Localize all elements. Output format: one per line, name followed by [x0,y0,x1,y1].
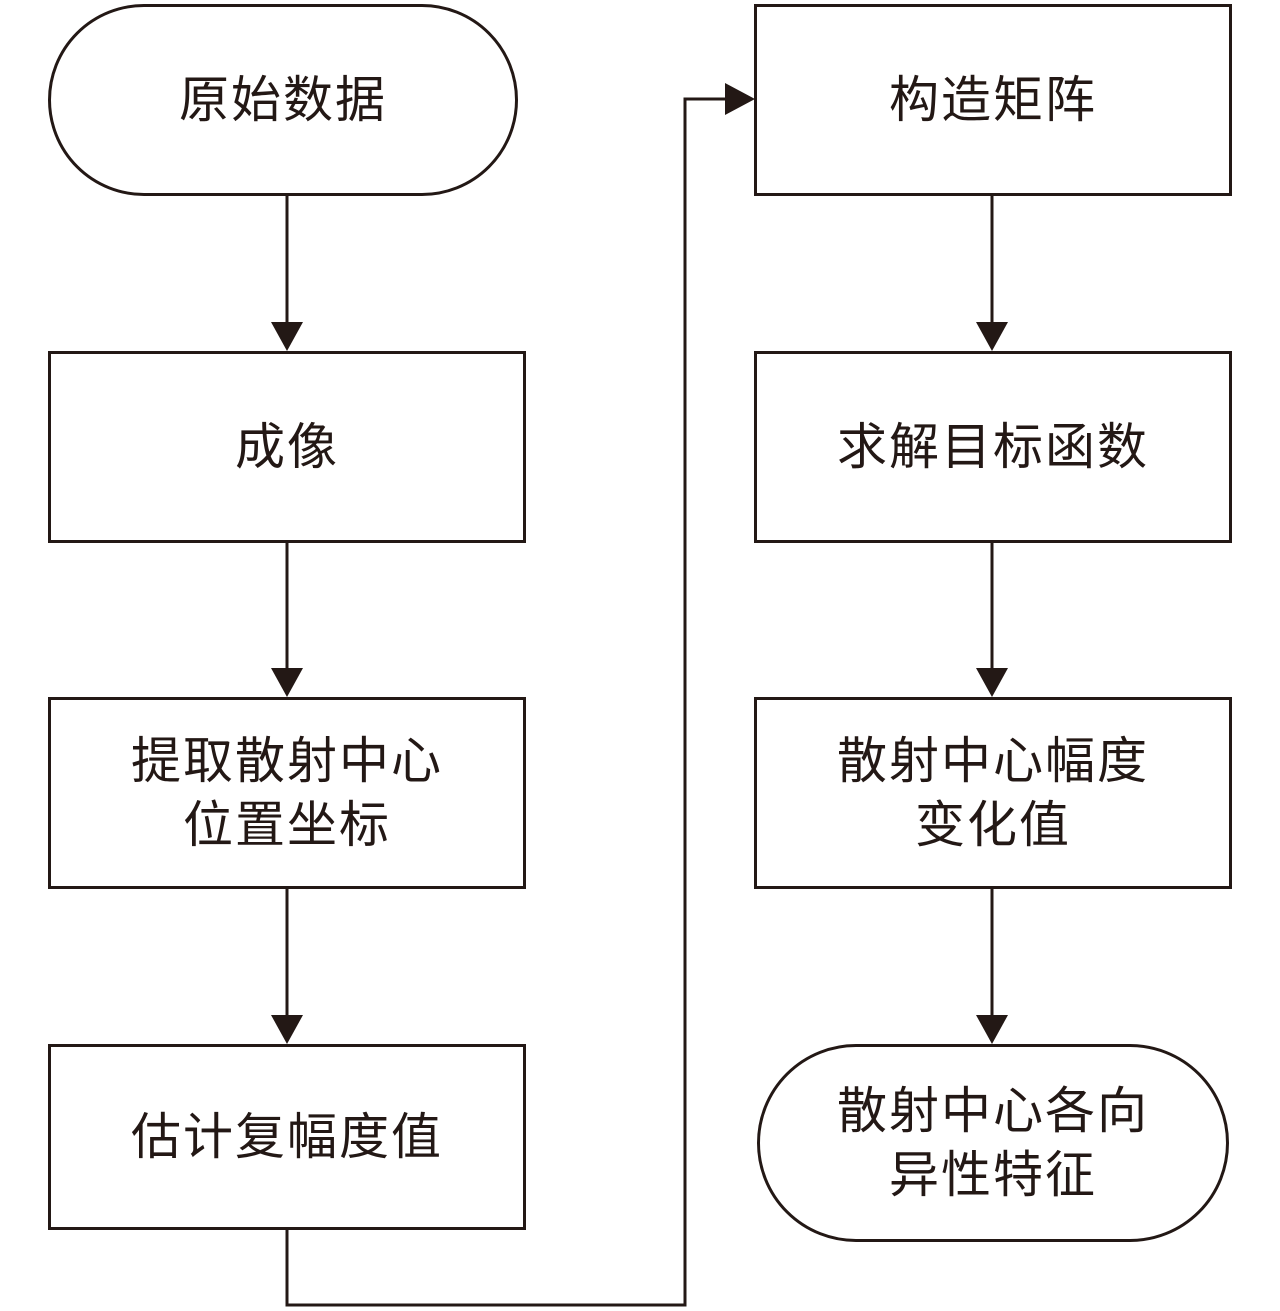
node-anisotropy: 散射中心各向 异性特征 [757,1044,1229,1242]
node-construct-matrix: 构造矩阵 [754,4,1232,196]
node-imaging-label: 成像 [235,418,339,476]
node-extract-scatter: 提取散射中心 位置坐标 [48,697,526,889]
arrowhead-to-variation [976,668,1008,697]
node-raw-data-label: 原始数据 [179,71,387,129]
arrowhead-to-anisotropy [976,1015,1008,1044]
arrowhead-to-estimate [271,1015,303,1044]
node-solve-objective-label: 求解目标函数 [837,418,1149,476]
node-extract-scatter-label: 提取散射中心 位置坐标 [131,732,443,854]
edge-estimate-to-construct [285,97,727,1307]
node-imaging: 成像 [48,351,526,543]
node-solve-objective: 求解目标函数 [754,351,1232,543]
node-estimate-amplitude: 估计复幅度值 [48,1044,526,1230]
node-estimate-amplitude-label: 估计复幅度值 [131,1108,443,1166]
arrowhead-to-construct [725,83,755,115]
arrowhead-to-solve [976,322,1008,351]
node-amplitude-variation-label: 散射中心幅度 变化值 [837,732,1149,854]
node-anisotropy-label: 散射中心各向 异性特征 [837,1082,1149,1204]
arrowhead-to-extract [271,668,303,697]
node-amplitude-variation: 散射中心幅度 变化值 [754,697,1232,889]
node-raw-data: 原始数据 [48,4,518,196]
arrowhead-to-imaging [271,322,303,351]
node-construct-matrix-label: 构造矩阵 [889,71,1097,129]
